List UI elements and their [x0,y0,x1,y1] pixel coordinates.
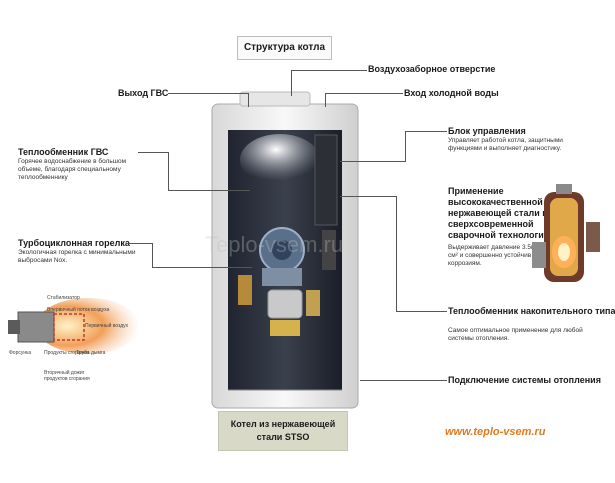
leader-storage [396,311,447,312]
desc-dhw-exchanger: Горячее водоснабжение в большом объеме, … [18,158,127,181]
label-air-intake: Воздухозаборное отверстие [368,64,496,74]
leader-burner [128,243,152,244]
watermark: Teplo-vsem.ru [205,232,344,257]
leader-air-intake [291,70,367,71]
label-storage-exchanger: Теплообменник накопительного типа [448,306,615,316]
diagram-title: Структура котла [237,36,332,60]
label-burner: Турбоциклонная горелка [18,238,130,248]
leader-burner-v [152,243,153,267]
label-dhw-outlet: Выход ГВС [118,88,169,98]
burner-label-products: Продукты сгорания [44,350,89,356]
label-heating-connection: Подключение системы отопления [448,375,601,385]
leader-dhw-exchanger [138,152,168,153]
burner-label-secondary-flow: Вторичный дожиг продуктов сгорания [44,370,90,382]
burner-cross-section [8,298,138,354]
leader-dhw-exchanger-v [168,152,169,190]
leader-burner-h2 [152,267,252,268]
boiler-illustration [211,91,359,409]
burner-label-primary-air: Впервичный поток воздуха [47,307,110,313]
burner-label-flame-tube: Труба дымга [76,350,106,356]
burner-label-nozzle: Форсунка [9,350,32,356]
steel-tank-illustration [532,184,600,282]
footer-caption: Котел из нержавеющей стали STSO [218,411,348,451]
desc-burner: Экологичная горелка с минимальными выбро… [18,249,136,264]
leader-control-unit-h2 [340,161,406,162]
desc-steel: Выдерживает давление 3.5кг/см² и соверше… [448,244,539,267]
leader-heating [360,380,447,381]
leader-storage-v [396,196,397,312]
label-cold-inlet: Вход холодной воды [404,88,499,98]
desc-control-unit: Управляет работой котла, защитными функц… [448,137,563,152]
leader-dhw-exchanger-h2 [168,190,250,191]
site-link[interactable]: www.teplo-vsem.ru [445,426,546,438]
leader-cold-inlet-v [325,93,326,107]
leader-dhw-outlet [168,93,248,94]
label-dhw-exchanger: Теплообменник ГВС [18,147,109,157]
burner-label-stabilizer: Стабилизатор [47,295,80,301]
leader-cold-inlet [325,93,403,94]
desc-storage-exchanger: Самое оптимальное применение для любой с… [448,327,583,342]
leader-dhw-outlet-v [248,93,249,107]
label-control-unit: Блок управления [448,126,526,136]
leader-control-unit-v [405,131,406,161]
leader-control-unit [405,131,447,132]
leader-storage-h2 [340,196,396,197]
leader-air-intake-v [291,70,292,96]
label-steel: Применение высококачественной нержавеюще… [448,186,550,240]
burner-label-secondary-air: Первичный воздух [85,323,129,329]
